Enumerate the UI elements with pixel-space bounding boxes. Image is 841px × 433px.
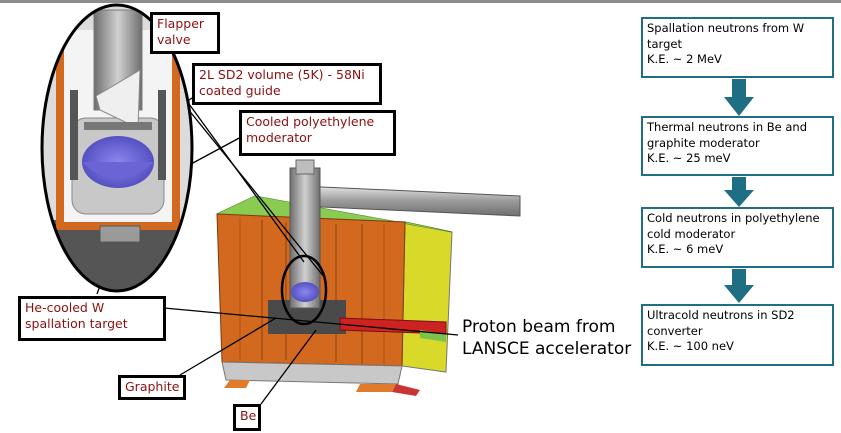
- flow-step-thermal: Thermal neutrons in Be and graphite mode…: [641, 116, 834, 176]
- label-be: Be: [233, 404, 261, 431]
- flow-arrow-3-icon: [724, 269, 754, 303]
- flow-arrow-2-icon: [724, 177, 754, 207]
- zoom-inset: [42, 5, 192, 291]
- label-w-spallation-target: He-cooled W spallation target: [18, 296, 166, 341]
- proton-beam-caption: Proton beam from LANSCE accelerator: [462, 317, 632, 359]
- label-sd2-volume: 2L SD2 volume (5K) - 58Ni coated guide: [192, 63, 382, 105]
- label-graphite: Graphite: [118, 375, 186, 400]
- zoom-region-marker: [280, 254, 328, 326]
- label-flapper-valve: Flapper valve: [150, 12, 220, 54]
- flow-step-ultracold: Ultracold neutrons in SD2 converter K.E.…: [641, 304, 834, 366]
- flow-step-cold: Cold neutrons in polyethylene cold moder…: [641, 207, 834, 268]
- label-polyethylene-moderator: Cooled polyethylene moderator: [239, 110, 396, 156]
- flow-step-spallation: Spallation neutrons from W target K.E. ~…: [641, 17, 834, 78]
- flow-arrow-1-icon: [724, 79, 754, 116]
- zoom-inset-border: [40, 3, 194, 293]
- top-rule: [0, 0, 841, 3]
